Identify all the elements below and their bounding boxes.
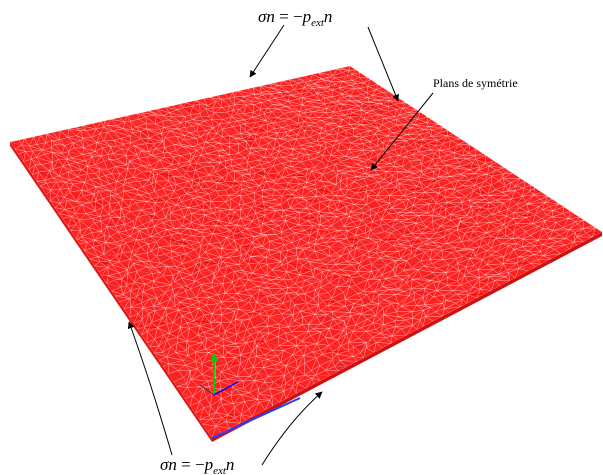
top-arrow-left: [249, 24, 285, 78]
top-arrow-right: [367, 26, 399, 102]
plate-left-edge: [10, 142, 212, 442]
top-equation: σn = −pextn: [258, 7, 332, 29]
mesh-grid: [10, 66, 602, 438]
meshed-plate: [10, 66, 602, 442]
bottom-arrow-left: [127, 321, 173, 456]
bottom-equation: σn = −pextn: [160, 455, 234, 475]
symmetry-arrow: [370, 92, 434, 171]
mesh-shading: [10, 72, 602, 419]
bottom-arrow-right: [261, 391, 323, 466]
annotation-arrows: [127, 24, 434, 466]
xyz-triad-icon: [199, 352, 239, 396]
symmetry-label: Plans de symétrie: [433, 76, 518, 90]
plate-front-edge: [212, 232, 602, 442]
plate-bottom-blue-edge: [211, 397, 301, 439]
